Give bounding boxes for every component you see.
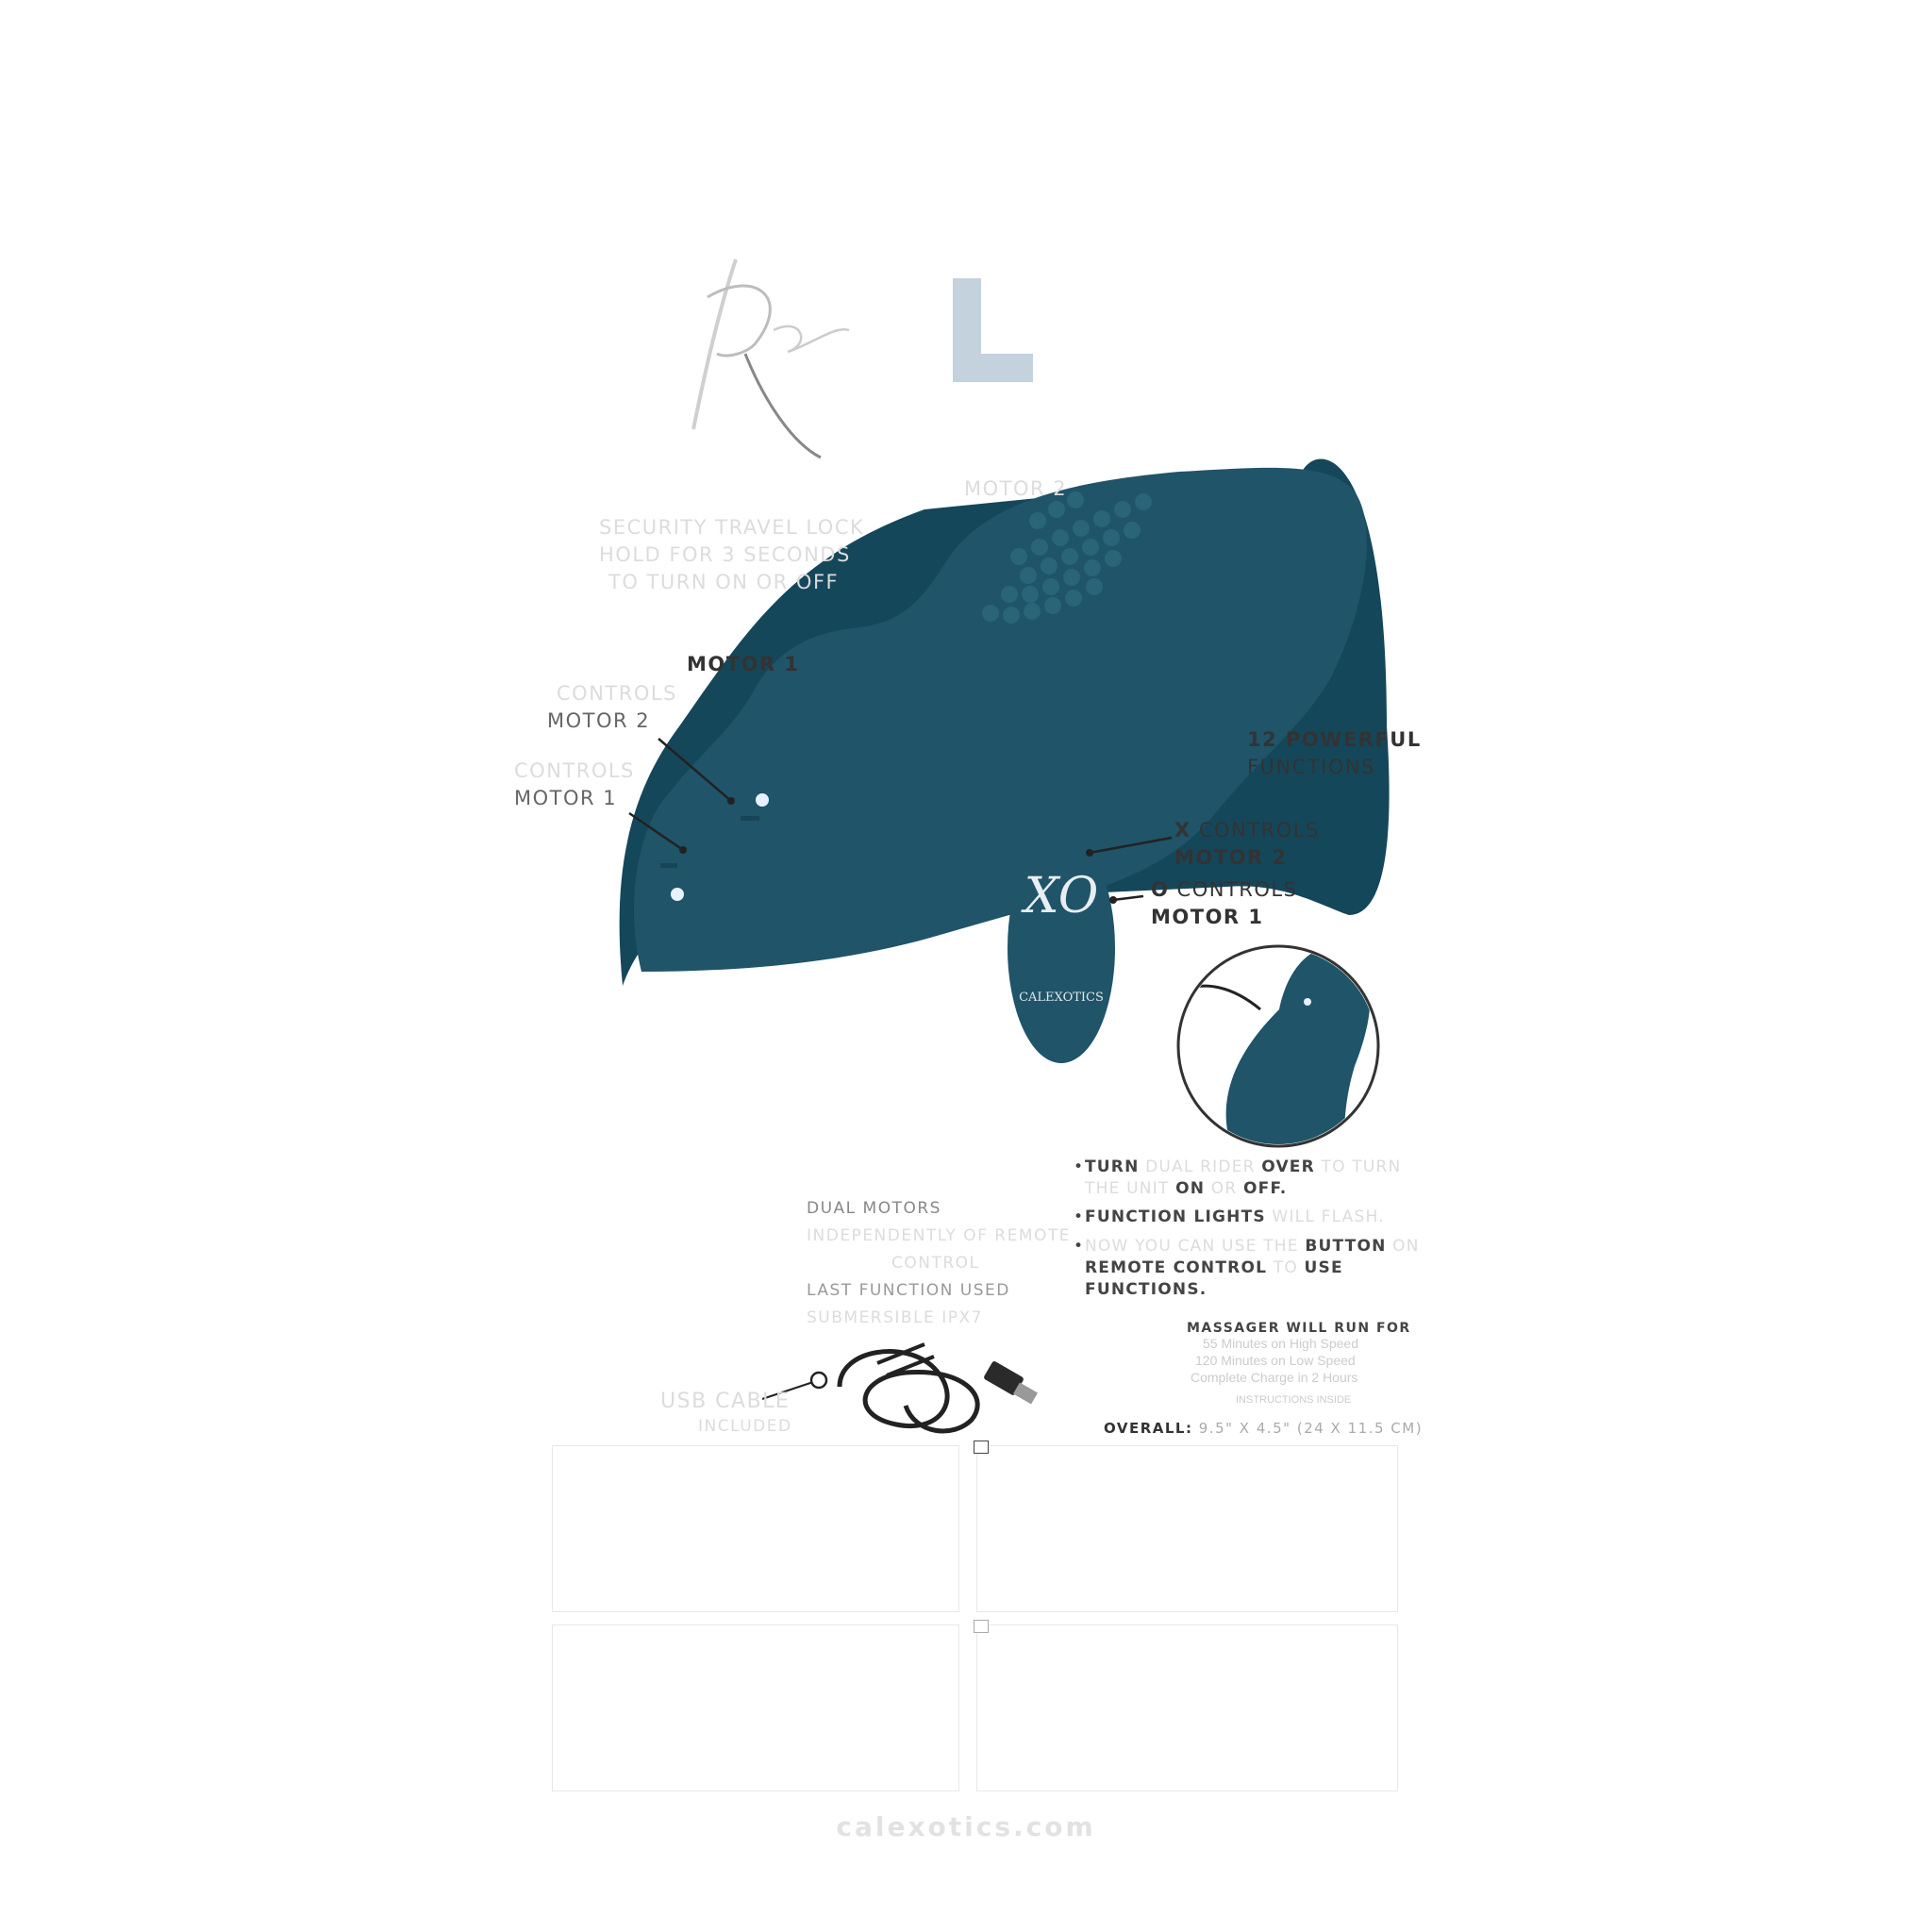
feature-text: WILL FLASH. [1265, 1208, 1385, 1226]
o-controls-label: O CONTROLS [1151, 876, 1297, 904]
functions-bold-label: 12 POWERFUL [1247, 728, 1422, 751]
motor1-light [671, 888, 684, 901]
o-motor-label: MOTOR 1 [1151, 906, 1264, 928]
motor1-top-label: MOTOR 1 [687, 653, 800, 675]
feature-bold: REMOTE CONTROL [1085, 1258, 1268, 1277]
feature-item: • FUNCTION LIGHTS WILL FLASH. [1074, 1207, 1424, 1228]
overall-value: 9.5" X 4.5" (24 X 11.5 CM) [1198, 1420, 1424, 1437]
x-controls-label: X CONTROLS [1174, 817, 1320, 844]
bullet-icon: • [1074, 1208, 1085, 1226]
travel-lock-line3: TO TURN ON OR OFF [608, 571, 840, 593]
feature-bold: FUNCTION LIGHTS [1085, 1208, 1266, 1226]
travel-lock-line1: SECURITY TRAVEL LOCK [599, 516, 865, 539]
runtime-note: INSTRUCTIONS INSIDE [1236, 1394, 1352, 1406]
controls-label-b: CONTROLS [514, 759, 635, 782]
detail-zoom-circle [1175, 943, 1381, 1149]
x-key: X [1174, 819, 1191, 841]
functions-label: FUNCTIONS [1247, 756, 1375, 778]
remote-monogram: XO [1024, 868, 1099, 924]
controls-label-a: CONTROLS [557, 682, 677, 705]
feature-text: DUAL RIDER [1139, 1158, 1262, 1176]
warning-icon [974, 1441, 989, 1454]
logo-script-icon [691, 258, 1033, 459]
x-motor-label: MOTOR 2 [1174, 846, 1288, 869]
motor2-light [756, 793, 769, 807]
runtime-line2: 120 Minutes on Low Speed [1195, 1353, 1356, 1368]
website-url: calexotics.com [836, 1811, 1096, 1842]
cable-label: USB CABLE [660, 1390, 791, 1413]
travel-lock-line2: HOLD FOR 3 SECONDS [599, 543, 851, 566]
usb-cable-image [821, 1330, 1047, 1443]
info-box-top-right [976, 1445, 1398, 1612]
brand-logo [651, 241, 1066, 467]
feature-left-line3: CONTROL [891, 1254, 980, 1273]
overall-label: OVERALL: [1104, 1420, 1193, 1437]
remote-brand: CALEXOTICS [1019, 991, 1104, 1005]
info-box-bottom-right [976, 1624, 1398, 1791]
feature-text: OR [1205, 1179, 1243, 1198]
feature-text: TO TURN THE UNIT [1085, 1158, 1402, 1198]
feature-bold: OFF. [1242, 1179, 1288, 1198]
feature-bold: ON [1175, 1179, 1206, 1198]
feature-left-line2: INDEPENDENTLY OF REMOTE [807, 1226, 1071, 1245]
warning-icon [974, 1620, 989, 1633]
feature-item: • TURN DUAL RIDER OVER TO TURN THE UNIT … [1074, 1157, 1424, 1200]
feature-bold: TURN [1085, 1158, 1140, 1176]
feature-left-line1: DUAL MOTORS [807, 1199, 941, 1218]
feature-left-line5: SUBMERSIBLE IPX7 [807, 1308, 983, 1327]
info-box-bottom-left [552, 1624, 959, 1791]
feature-text: ON [1386, 1237, 1420, 1256]
feature-left-line4: LAST FUNCTION USED [807, 1281, 1010, 1300]
feature-bold: USE FUNCTIONS. [1085, 1258, 1343, 1299]
bullet-icon: • [1074, 1237, 1085, 1256]
info-box-top-left [552, 1445, 959, 1612]
o-controls-text: CONTROLS [1176, 878, 1298, 901]
x-controls-text: CONTROLS [1198, 819, 1320, 841]
feature-text: NOW YOU CAN USE THE [1085, 1237, 1306, 1256]
o-key: O [1151, 878, 1170, 901]
product-body [633, 467, 1367, 973]
runtime-line3: Complete Charge in 2 Hours [1191, 1370, 1358, 1385]
runtime-line1: 55 Minutes on High Speed [1203, 1336, 1358, 1351]
motor1-left-label: MOTOR 1 [514, 787, 618, 809]
feature-bold: OVER [1261, 1158, 1315, 1176]
product-image [604, 443, 1415, 1085]
texture-nubs [982, 491, 1152, 624]
runtime-heading: MASSAGER WILL RUN FOR [1187, 1321, 1411, 1336]
feature-bold: BUTTON [1305, 1237, 1387, 1256]
bullet-icon: • [1074, 1158, 1085, 1176]
remote-control: XO CALEXOTICS [1005, 830, 1118, 1066]
motor2-top-label: MOTOR 2 [964, 477, 1068, 500]
overall-dimensions: OVERALL: 9.5" X 4.5" (24 X 11.5 CM) [1104, 1415, 1423, 1442]
feature-text: TO [1267, 1258, 1305, 1277]
motor2-left-label: MOTOR 2 [547, 709, 651, 732]
cable-sublabel: INCLUDED [698, 1417, 792, 1436]
feature-item: • NOW YOU CAN USE THE BUTTON ON REMOTE C… [1074, 1236, 1424, 1301]
